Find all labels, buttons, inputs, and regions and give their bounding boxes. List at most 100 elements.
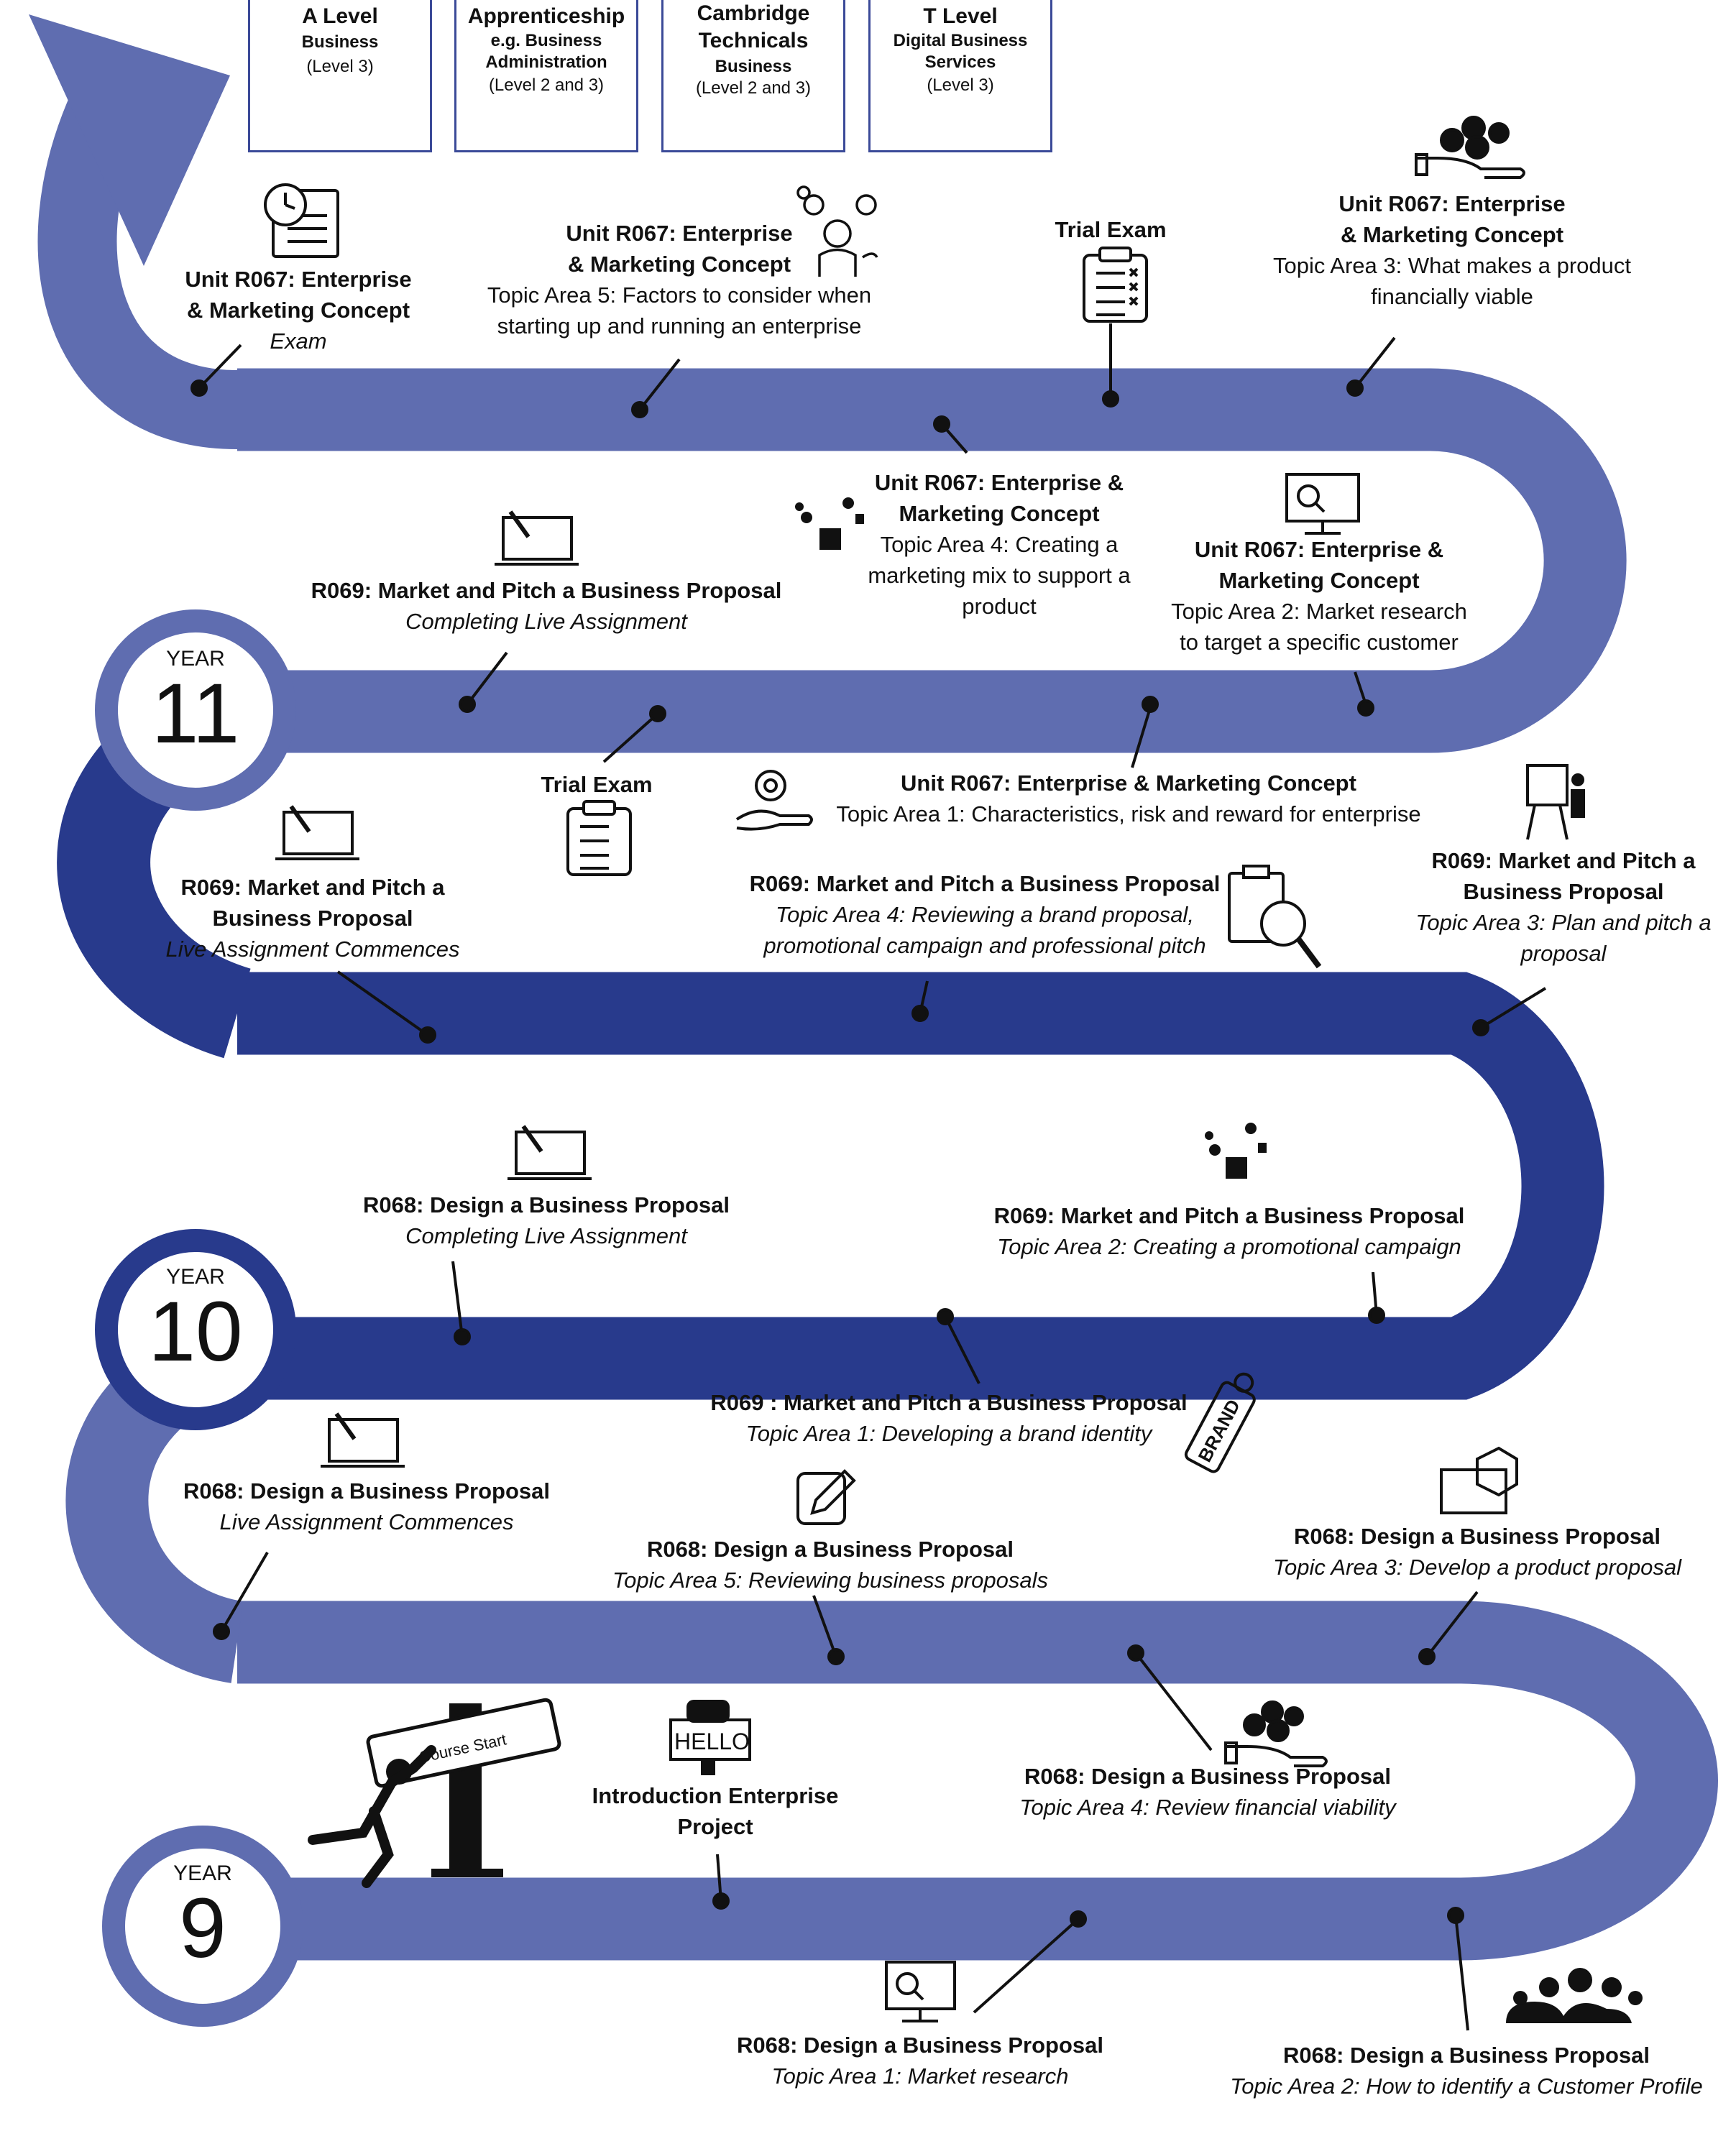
milestone-r068-ta4: R068: Design a Business Proposal Topic A… bbox=[992, 1761, 1423, 1823]
pathway-line: e.g. Business bbox=[490, 31, 602, 50]
milestone-title: R069: Market and Pitch a Business Propos… bbox=[993, 1203, 1465, 1228]
clipboard-search-icon bbox=[1228, 865, 1322, 969]
milestone-title: Marketing Concept bbox=[1218, 568, 1420, 593]
pathway-line: Administration bbox=[485, 52, 607, 72]
milestone-subtitle: to target a specific customer bbox=[1180, 630, 1459, 655]
milestone-r069-ta3: R069: Market and Pitch a Business Propos… bbox=[1398, 845, 1729, 969]
year-word: YEAR bbox=[166, 1265, 225, 1289]
ideas-person-icon bbox=[796, 185, 878, 277]
milestone-title: R069: Market and Pitch a bbox=[180, 875, 445, 900]
milestone-subtitle: Topic Area 1: Market research bbox=[771, 2063, 1069, 2089]
milestone-title: Unit R067: Enterprise bbox=[566, 221, 793, 246]
pathway-title: Technicals bbox=[698, 29, 809, 52]
year-word: YEAR bbox=[166, 647, 225, 671]
pathway-level: (Level 2 and 3) bbox=[488, 75, 605, 95]
milestone-subtitle: Topic Area 2: Market research bbox=[1171, 599, 1467, 624]
milestone-title: R068: Design a Business Proposal bbox=[1024, 1764, 1391, 1789]
milestone-subtitle: Topic Area 5: Factors to consider when bbox=[487, 282, 872, 308]
pathway-line: Business bbox=[301, 32, 379, 52]
hello-label: HELLO bbox=[674, 1729, 750, 1754]
milestone-title: Marketing Concept bbox=[899, 501, 1100, 526]
milestone-subtitle: Topic Area 4: Reviewing a brand proposal… bbox=[776, 902, 1194, 927]
milestone-title: R068: Design a Business Proposal bbox=[183, 1478, 550, 1504]
milestone-title: Business Proposal bbox=[212, 906, 413, 931]
year-word: YEAR bbox=[173, 1861, 232, 1885]
milestone-subtitle: Completing Live Assignment bbox=[405, 609, 687, 634]
road-y10 bbox=[237, 972, 1604, 1400]
milestone-subtitle: Topic Area 3: Plan and pitch a bbox=[1415, 910, 1712, 935]
milestone-exam: Unit R067: Enterprise & Marketing Concep… bbox=[158, 264, 438, 356]
milestone-r068-ta5: R068: Design a Business Proposal Topic A… bbox=[593, 1534, 1067, 1596]
milestone-r069-live-assignment: R069: Market and Pitch a Business Propos… bbox=[144, 872, 482, 965]
laptop-icon bbox=[508, 1125, 592, 1180]
milestone-title: Introduction Enterprise bbox=[592, 1783, 839, 1808]
milestone-title: R069: Market and Pitch a Business Propos… bbox=[749, 871, 1221, 896]
milestone-title: & Marketing Concept bbox=[1340, 222, 1564, 247]
pathway-apprenticeship: Apprenticeship e.g. Business Administrat… bbox=[454, 0, 638, 152]
laptop-icon bbox=[495, 510, 579, 566]
milestone-r068-ta3: R068: Design a Business Proposal Topic A… bbox=[1251, 1521, 1704, 1583]
product-design-icon bbox=[1440, 1446, 1518, 1514]
arrow-head bbox=[29, 14, 230, 266]
milestone-title: Project bbox=[677, 1814, 753, 1839]
pathway-title: T Level bbox=[923, 4, 998, 28]
milestone-title: Business Proposal bbox=[1463, 879, 1664, 904]
money-hand-icon bbox=[1224, 1700, 1328, 1767]
milestone-title: R069: Market and Pitch a Business Propos… bbox=[311, 578, 782, 603]
year-9-label: YEAR 9 bbox=[131, 1861, 275, 1971]
milestone-subtitle: Topic Area 2: How to identify a Customer… bbox=[1230, 2074, 1703, 2099]
road-top-curve bbox=[37, 91, 239, 449]
milestone-r067-ta4: Unit R067: Enterprise & Marketing Concep… bbox=[848, 467, 1150, 622]
milestone-title: R068: Design a Business Proposal bbox=[737, 2033, 1103, 2058]
gear-hand-icon bbox=[735, 770, 813, 831]
milestone-subtitle: Live Assignment Commences bbox=[165, 936, 460, 962]
hello-sign-icon: HELLO bbox=[669, 1700, 751, 1775]
social-media-icon bbox=[1205, 1123, 1267, 1179]
edit-icon bbox=[796, 1469, 856, 1525]
road-y11 bbox=[237, 368, 1627, 753]
exam-doc-icon bbox=[264, 183, 339, 258]
milestone-r069-ta4: R069: Market and Pitch a Business Propos… bbox=[726, 868, 1244, 961]
milestone-title: Unit R067: Enterprise & bbox=[1194, 537, 1444, 562]
milestone-subtitle: marketing mix to support a bbox=[868, 563, 1131, 588]
milestone-title: Unit R067: Enterprise bbox=[1338, 191, 1566, 216]
milestone-intro-project: Introduction Enterprise Project bbox=[575, 1780, 855, 1842]
pathway-line: Business bbox=[715, 57, 792, 76]
pathway-line: Digital Business bbox=[893, 31, 1028, 50]
milestone-title: R068: Design a Business Proposal bbox=[363, 1192, 730, 1218]
milestone-title: Unit R067: Enterprise & bbox=[874, 470, 1124, 495]
milestone-r067-ta1: Unit R067: Enterprise & Marketing Concep… bbox=[805, 768, 1452, 829]
milestone-subtitle: Topic Area 3: Develop a product proposal bbox=[1272, 1555, 1682, 1580]
milestone-subtitle: starting up and running an enterprise bbox=[497, 313, 862, 339]
road-y9 bbox=[201, 1601, 1718, 1961]
analytics-screen-icon bbox=[885, 1961, 956, 2022]
laptop-icon bbox=[275, 805, 359, 860]
milestone-trial-exam-2: Trial Exam bbox=[518, 769, 676, 800]
milestone-subtitle: financially viable bbox=[1371, 284, 1533, 309]
year-10-label: YEAR 10 bbox=[124, 1265, 267, 1374]
money-hand-icon bbox=[1415, 116, 1525, 179]
pathway-title: Apprenticeship bbox=[467, 4, 625, 28]
checklist-icon bbox=[566, 800, 632, 876]
pathway-title: Cambridge bbox=[697, 1, 810, 25]
milestone-subtitle: Topic Area 4: Review financial viability bbox=[1019, 1795, 1396, 1820]
milestone-r069-ta2: R069: Market and Pitch a Business Propos… bbox=[970, 1200, 1488, 1262]
milestone-subtitle: Topic Area 4: Creating a bbox=[880, 532, 1119, 557]
milestone-r068-live-assignment: R068: Design a Business Proposal Live As… bbox=[165, 1476, 568, 1537]
people-group-icon bbox=[1506, 1968, 1643, 2023]
milestone-r069-ta1: R069 : Market and Pitch a Business Propo… bbox=[690, 1387, 1208, 1449]
year-number: 11 bbox=[151, 666, 240, 761]
pathway-title: A Level bbox=[302, 4, 378, 28]
presenter-icon bbox=[1526, 764, 1585, 840]
milestone-title: R069: Market and Pitch a bbox=[1431, 848, 1696, 873]
milestone-r068-ta2: R068: Design a Business Proposal Topic A… bbox=[1208, 2040, 1725, 2102]
pathway-level: (Level 3) bbox=[306, 57, 374, 76]
year-number: 9 bbox=[179, 1881, 226, 1976]
milestone-r067-ta2: Unit R067: Enterprise & Marketing Concep… bbox=[1154, 534, 1484, 658]
milestone-title: Unit R067: Enterprise & Marketing Concep… bbox=[901, 770, 1356, 796]
checklist-icon bbox=[1083, 247, 1148, 323]
milestone-subtitle: Topic Area 2: Creating a promotional cam… bbox=[997, 1234, 1461, 1259]
year-11-label: YEAR 11 bbox=[124, 647, 267, 756]
milestone-subtitle: Topic Area 3: What makes a product bbox=[1273, 253, 1631, 278]
